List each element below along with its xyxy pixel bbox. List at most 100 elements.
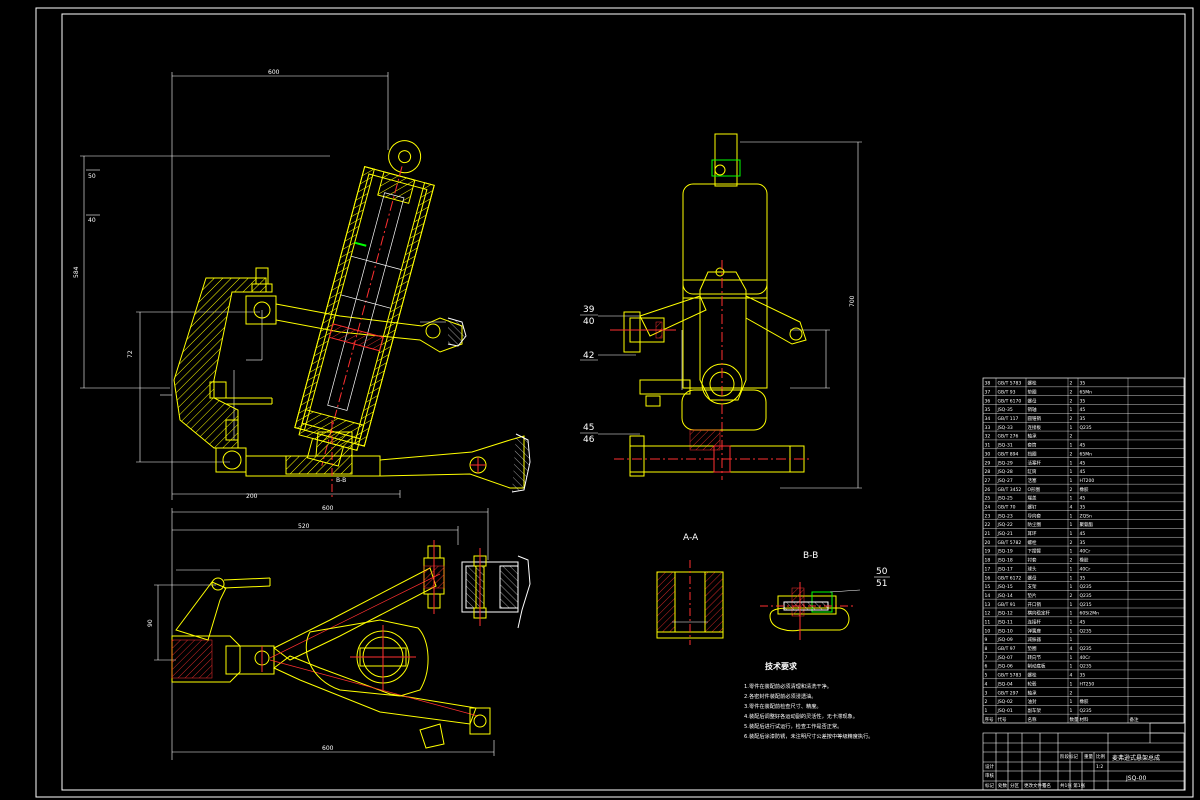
bom-cell: JSQ-21	[997, 531, 1013, 537]
title-block	[982, 722, 1185, 791]
bom-cell: 1	[1070, 619, 1073, 625]
bom-cell: GB/T 5783	[998, 381, 1022, 387]
bom-cell: 29	[985, 460, 991, 466]
bom-cell: 活塞	[1028, 477, 1037, 484]
technical-requirements: 技术要求 1.零件在装配前必须清理和清洗干净。 2.各密封件装配前必须浸透油。 …	[744, 661, 873, 740]
bom-cell: JSQ-25	[997, 496, 1013, 502]
bom-cell: 横向稳定杆	[1028, 610, 1051, 617]
bom-cell: 8	[985, 646, 988, 652]
balloon-45: 45	[583, 423, 594, 433]
bom-cell: 1	[1070, 708, 1073, 714]
bom-cell: GB/T 3452	[998, 487, 1022, 493]
bom-cell: 支架	[1028, 583, 1037, 590]
bom-cell: 油封	[1028, 698, 1037, 705]
bom-cell: 1	[1070, 655, 1073, 661]
bom-cell: 17	[985, 566, 991, 572]
svg-text:584: 584	[73, 266, 80, 278]
bom-cell: 35	[1080, 540, 1086, 546]
bom-cell: 垫圈	[1028, 388, 1037, 395]
bom-cell: HT250	[1080, 681, 1095, 687]
svg-text:200: 200	[246, 493, 258, 500]
bom-cell: 连接板	[1028, 424, 1042, 431]
bom-cell: 45	[1080, 469, 1086, 475]
bom-cell: 端盖	[1028, 495, 1037, 502]
bom-cell: 10	[985, 628, 991, 634]
bom-cell: 2	[1070, 434, 1073, 440]
title-label-stage: 阶段标记	[1060, 753, 1078, 760]
bom-cell: 1	[1070, 425, 1073, 431]
tech-req-title: 技术要求	[765, 661, 798, 671]
svg-text:600: 600	[268, 69, 280, 76]
bom-cell: 15	[985, 584, 991, 590]
bom-cell: 连接杆	[1028, 618, 1042, 625]
bom-cell: 35	[1080, 504, 1086, 510]
tech-req-line-4: 4.装配后调整好各运动副的灵活性，无卡滞现象。	[744, 712, 858, 720]
bom-cell: 13	[985, 602, 991, 608]
bom-cell: Q235	[1080, 646, 1092, 652]
bom-cell: 导向套	[1028, 512, 1042, 519]
bom-cell: 1	[1070, 699, 1073, 705]
bom-cell: 22	[985, 522, 991, 528]
bom-cell: 19	[985, 549, 991, 555]
section-b-b-label: B-B	[803, 551, 818, 561]
bom-cell: 弹簧座	[1028, 627, 1042, 634]
bom-header-cell: 材料	[1080, 716, 1089, 723]
bom-cell: 螺栓	[1028, 380, 1037, 387]
bom-cell: 35	[1080, 575, 1086, 581]
svg-text:B-B: B-B	[336, 477, 346, 484]
bom-cell: JSQ-11	[997, 619, 1013, 625]
bom-cell: 45	[1080, 496, 1086, 502]
bom-cell: 21	[985, 531, 991, 537]
bom-cell: 31	[985, 443, 991, 449]
bom-cell: 28	[985, 469, 991, 475]
bom-cell: 35	[1080, 416, 1086, 422]
bom-cell: JSQ-31	[997, 443, 1013, 449]
bom-cell: 26	[985, 487, 991, 493]
bom-cell: GB/T 6172	[998, 575, 1022, 581]
bom-cell: GB/T 297	[998, 690, 1019, 696]
bom-cell: Q235	[1080, 584, 1092, 590]
balloon-50: 50	[876, 567, 888, 577]
bom-cell: 活塞杆	[1028, 459, 1042, 466]
bom-cell: 12	[985, 611, 991, 617]
svg-text:600: 600	[322, 505, 334, 512]
bom-cell: 6	[985, 664, 988, 670]
title-scale-value: 1:2	[1096, 764, 1103, 770]
bom-cell: 1	[1070, 513, 1073, 519]
bom-cell: 40Cr	[1080, 566, 1091, 572]
bom-cell: 7	[985, 655, 988, 661]
top-view: 600 520 600 90	[147, 505, 531, 760]
bom-cell: 45	[1080, 460, 1086, 466]
bom-cell: 30	[985, 451, 991, 457]
bom-cell: 16	[985, 575, 991, 581]
bom-cell: HT200	[1080, 478, 1095, 484]
bom-cell: 18	[985, 558, 991, 564]
bom-cell: 35	[1080, 381, 1086, 387]
bom-cell: 1	[1070, 549, 1073, 555]
bom-cell: 套筒	[1028, 442, 1037, 449]
svg-text:90: 90	[147, 619, 154, 627]
bom-cell: 2	[1070, 690, 1073, 696]
bom-cell: 45	[1080, 619, 1086, 625]
sheet-count: 共1张 第1张	[1060, 782, 1086, 789]
bom-header-cell: 数量	[1070, 716, 1079, 723]
bom-cell: 螺栓	[1028, 539, 1037, 546]
bom-cell: 45	[1080, 407, 1086, 413]
bom-cell: JSQ-27	[997, 478, 1013, 484]
bom-cell: JSQ-09	[997, 637, 1013, 643]
bom-cell: 垫圈	[1028, 645, 1037, 652]
bom-cell: 24	[985, 504, 991, 510]
bom-cell: 2	[1070, 451, 1073, 457]
bom-cell: 橡胶	[1080, 486, 1089, 493]
bom-cell: 螺钉	[1028, 503, 1037, 510]
bom-cell: 1	[1070, 478, 1073, 484]
bom-cell: 2	[1070, 487, 1073, 493]
bom-cell: 球头	[1028, 565, 1037, 572]
bom-header-cell: 序号	[985, 716, 994, 723]
front-view: 600 50 40 584 72 200	[73, 69, 531, 500]
bom-cell: 减振器	[1028, 636, 1042, 643]
bom-header-cell: 名称	[1028, 716, 1037, 723]
bom-cell: GB/T 5783	[998, 673, 1022, 679]
